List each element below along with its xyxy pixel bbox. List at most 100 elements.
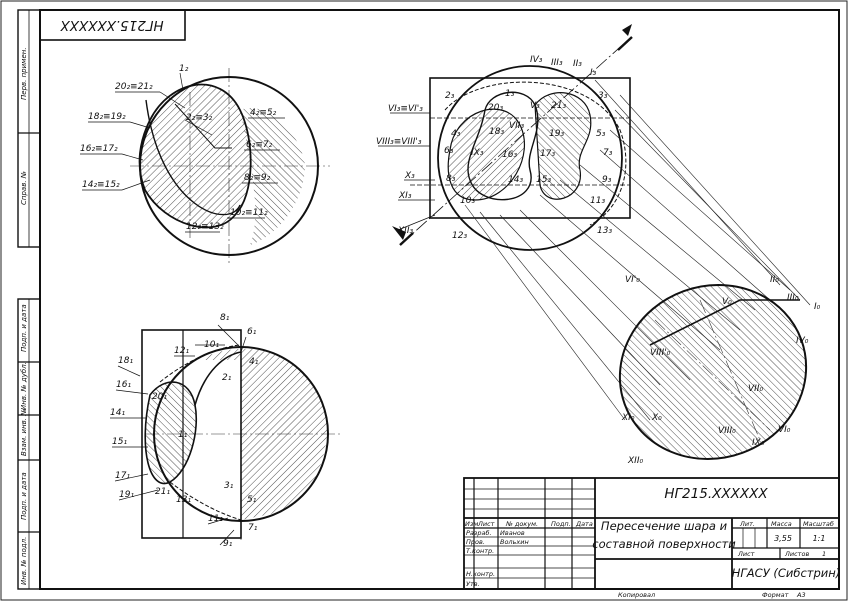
drawing-label: 12₁ [174,346,189,356]
drawing-label: IV₀ [796,336,809,346]
drawing-label: 9₁ [223,539,233,549]
drawing-label: Масса [771,520,792,528]
drawing-label: Подп. и дата [20,472,28,520]
drawing-label: Дата [575,520,593,528]
aux-view-labels: IV₃ III₃ II₃ I₃ 2₃ 1₃ 3₃ VI₃≡VI'₃ 20₃ V₃… [376,55,613,241]
drawing-label: 1₂ [179,64,189,74]
drawing-label: 18₂≡19₂ [88,112,126,122]
drawing-label: Вольхин [500,538,529,546]
drawing-label: 8₁ [220,313,230,323]
drawing-label: I₃ [590,68,597,78]
drawing-label: 10₁ [204,340,219,350]
top-view: 8₁ 6₁ 12₁ 10₁ 4₁ 18₁ 2₁ 16₁ 20₁ 14₁ 1₁ 1… [110,313,340,549]
drawing-label: Иванов [500,529,525,537]
drawing-label: VIII₃≡VIII'₃ [376,137,422,147]
drawing-label: 14₂≡15₂ [82,180,120,190]
drawing-label: Инв. № дубл. [20,362,28,410]
drawing-label: 15₃ [536,175,551,185]
drawing-label: I₀ [814,302,821,312]
drawing-label: 4₁ [249,357,259,367]
drawing-label: 20₃ [488,103,503,113]
drawing-label: XII₀ [627,456,643,466]
drawing-label: 11₃ [590,196,605,206]
drawing-label: VI₀ [778,425,791,435]
drawing-label: Перв. примен. [20,47,28,100]
drawing-label: II₃ [573,59,582,69]
drawing-label: 19₁ [119,490,134,500]
drawing-label: А3 [796,591,806,599]
section-view: VI'₀ II₀ V₀ III₀ I₀ IV₀ VIII'₀ VII₀ XI₀ … [600,270,830,470]
drawing-label: VII₃ [509,121,524,131]
drawing-label: 3₃ [598,91,608,101]
drawing-label: Утв. [466,580,480,588]
drawing-label: 7₃ [603,148,613,158]
drawing-label: 17₁ [115,471,130,481]
drawing-label: составной поверхности [592,537,736,551]
title-block-text: НГ215.XXXXXX Пересечение шара и составно… [465,486,840,599]
drawing-label: НГ215.XXXXXX [664,486,768,502]
drawing-label: 11₁ [208,514,223,524]
drawing-label: Формат [762,591,789,599]
drawing-label: IV₃ [530,55,543,65]
drawing-label: 7₁ [248,523,258,533]
drawing-label: 20₂≡21₂ [115,82,153,92]
drawing-label: 8₂≡9₂ [244,173,271,183]
drawing-label: 14₃ [508,175,523,185]
drawing-label: 15₁ [112,437,127,447]
drawing-label: Лит. [739,520,755,528]
drawing-label: XII₃ [397,226,413,236]
drawing-label: VI'₀ [625,275,640,285]
drawing-label: 3,55 [774,534,792,543]
drawing-label: Лист [477,520,495,528]
drawing-label: Копировал [618,591,655,599]
drawing-label: Подп. и дата [20,304,28,352]
drawing-label: НГАСУ (Сибстрин) [732,566,841,580]
drawing-label: 6₃ [444,146,454,156]
drawing-label: V₃ [530,101,540,111]
drawing-label: XI₀ [621,413,635,423]
drawing-label: VI₃≡VI'₃ [388,104,423,114]
section-view-labels: VI'₀ II₀ V₀ III₀ I₀ IV₀ VIII'₀ VII₀ XI₀ … [621,275,821,466]
drawing-label: 1:1 [813,534,826,543]
drawing-label: 21₃ [551,101,566,111]
drawing-label: 18₃ [489,127,504,137]
drawing-label: Листов [784,550,809,558]
drawing-label: 4₂≡5₂ [250,108,277,118]
drawing-label: Н.контр. [466,570,495,578]
left-margin-strip [17,9,41,590]
drawing-label: Лист [737,550,755,558]
drawing-label: Масштаб [803,520,834,528]
drawing-label: Справ. № [20,171,28,205]
drawing-label: Разраб. [466,529,492,537]
drawing-label: VIII₀ [718,426,736,436]
drawing-label: 1₁ [178,430,188,440]
drawing-label: НГ215.XXXXXX [60,17,164,33]
drawing-label: IX₃ [471,148,484,158]
drawing-label: IX₀ [752,438,765,448]
drawing-label: 12₃ [452,231,467,241]
drawing-label: 17₃ [540,149,555,159]
drawing-label: Подп. [551,520,571,528]
drawing-label: II₀ [770,275,779,285]
drawing-label: 10₃ [460,196,475,206]
drawing-label: 6₁ [247,327,257,337]
drawing-label: 2₃ [445,91,455,101]
drawing-label: 16₃ [502,150,517,160]
drawing-label: 18₁ [118,356,133,366]
drawing-label: III₀ [787,293,799,303]
drawing-label: 21₁ [155,487,170,497]
drawing-label: 5₃ [596,129,606,139]
drawing-label: 5₁ [247,495,257,505]
drawing-label: Пров. [466,538,485,546]
drawing-label: 12₂≡13₂ [186,222,224,232]
drawing-label: Инв. № подл. [20,537,28,585]
drawing-label: 2₁ [222,373,232,383]
drawing-label: 2₂≡3₂ [186,113,213,123]
drawing-label: 1₃ [505,89,515,99]
front-view-labels: 1₂ 20₂≡21₂ 18₂≡19₂ 2₂≡3₂ 4₂≡5₂ 16₂≡17₂ 6… [80,64,277,232]
top-stamp: НГ215.XXXXXX [39,9,186,41]
drawing-label: 8₃ [446,174,456,184]
drawing-label: 19₃ [549,129,564,139]
drawing-label: 16₂≡17₂ [80,144,118,154]
